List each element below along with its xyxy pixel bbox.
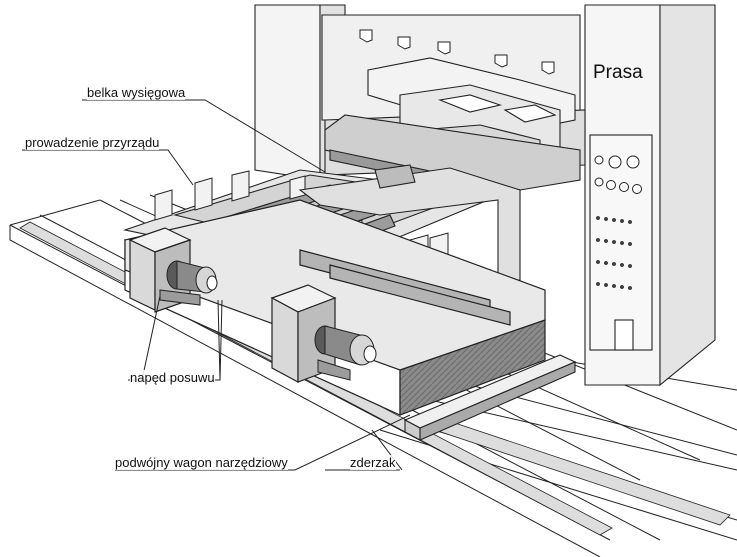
fixture-guides <box>154 170 306 221</box>
label-double-tool-wagon: podwójny wagon narzędziowy <box>115 455 288 470</box>
label-stop: zderzak <box>350 455 396 470</box>
stop-bar <box>403 354 577 441</box>
press-clamps <box>359 29 555 75</box>
label-press: Prasa <box>593 62 643 83</box>
label-feed-drive: napęd posuwu <box>130 370 215 385</box>
leader-lines <box>22 99 411 471</box>
ejector-beam <box>298 164 521 286</box>
label-ejector-beam: belka wysięgowa <box>87 85 186 100</box>
label-fixture-guide: prowadzenie przyrządu <box>25 135 160 150</box>
control-panel <box>594 155 642 290</box>
feed-drive-motor-right <box>314 325 377 381</box>
